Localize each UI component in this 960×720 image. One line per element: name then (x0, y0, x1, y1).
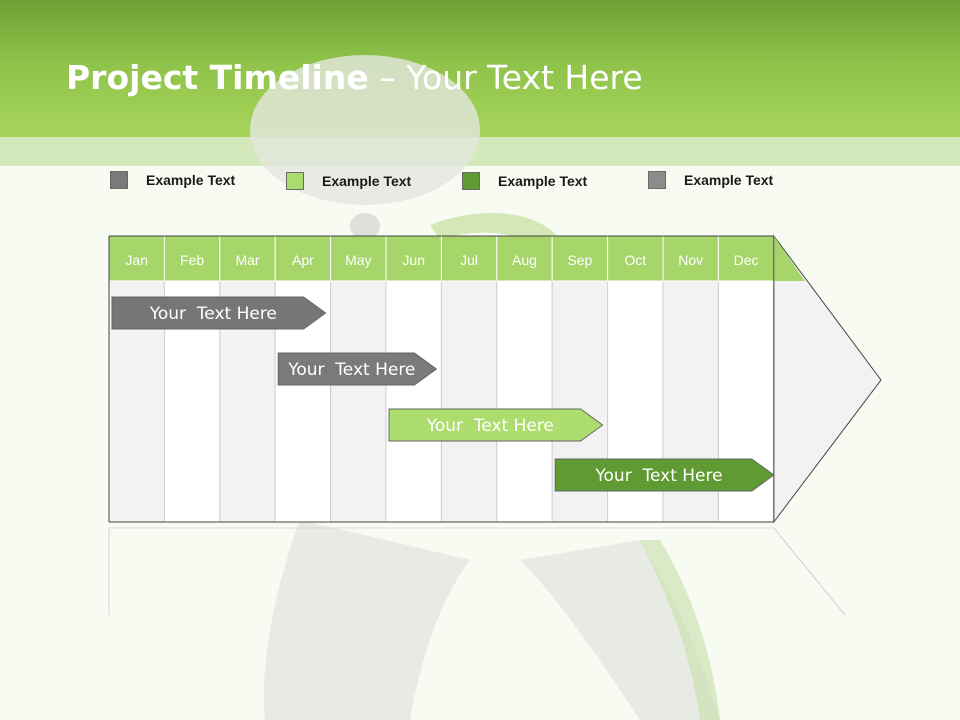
task-arrow (388, 408, 604, 442)
month-label: Oct (624, 252, 646, 268)
month-label: Aug (512, 252, 537, 268)
legend-label: Example Text (146, 172, 236, 188)
month-label: Feb (180, 252, 204, 268)
title-underline-band (0, 137, 960, 166)
legend-label: Example Text (322, 173, 412, 189)
task-arrow (554, 458, 775, 492)
month-label: Dec (734, 252, 759, 268)
title-rest: – Your Text Here (368, 58, 643, 97)
month-label: Jan (125, 252, 148, 268)
task-label: Your Text Here (287, 360, 415, 380)
legend-label: Example Text (684, 172, 774, 188)
title-bar (0, 0, 960, 137)
legend-swatch (648, 171, 666, 189)
month-header-cell (385, 235, 442, 282)
month-header-cell (219, 235, 276, 282)
month-label: Jun (402, 252, 425, 268)
month-column (385, 280, 442, 523)
task-label: Your Text Here (594, 466, 722, 486)
timeline-arrow-header (773, 236, 805, 281)
month-label: Jul (460, 252, 478, 268)
month-label: Mar (235, 252, 259, 268)
month-label: Nov (678, 252, 703, 268)
legend-swatch (286, 172, 304, 190)
month-header-cell (163, 235, 221, 282)
month-header-cell (274, 235, 332, 282)
task-arrow (277, 352, 438, 386)
legend-label: Example Text (498, 173, 588, 189)
month-column (440, 280, 498, 523)
month-column (330, 280, 387, 523)
month-column (496, 280, 553, 523)
title-bold: Project Timeline (66, 58, 369, 97)
legend-swatch (110, 171, 128, 189)
month-header-cell (717, 235, 775, 282)
task-label: Your Text Here (426, 416, 554, 436)
reflection-diagonal (773, 527, 846, 616)
task-arrow (111, 296, 327, 330)
month-label: Apr (292, 252, 314, 268)
legend-swatch (462, 172, 480, 190)
task-label: Your Text Here (149, 304, 277, 324)
page-title: Project Timeline – Your Text Here (66, 58, 643, 97)
month-header-cell (330, 235, 387, 282)
month-label: May (345, 252, 371, 268)
month-label: Sep (567, 252, 592, 268)
